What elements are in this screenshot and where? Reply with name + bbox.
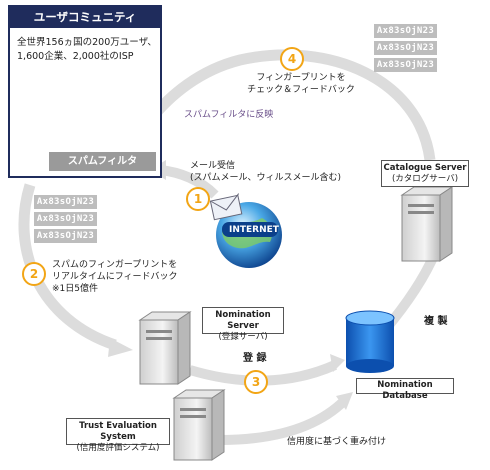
arrow-register-head <box>330 354 345 372</box>
nomination-database-icon <box>345 310 395 373</box>
community-desc-line2: 1,600企業、2,000社のISP <box>17 51 134 62</box>
step-2-label: スパムのフィンガープリントを リアルタイムにフィードバック ※1日5億件 <box>52 259 178 295</box>
arrow-weighting-head <box>336 392 353 410</box>
step-4-line2: チェック＆フィードバック <box>247 85 355 95</box>
arrow-feedback-loop <box>145 49 436 161</box>
catalogue-server-sub: (カタログサーバ) <box>391 174 459 184</box>
catalogue-server-icon <box>400 186 454 262</box>
step-3-badge: 3 <box>244 370 268 394</box>
fingerprint-tag: Ax83sOjN23 <box>34 195 97 209</box>
trust-system-sub: (信用度評価システム) <box>76 443 160 453</box>
nomination-server-sub: (登録サーバ) <box>218 332 268 342</box>
internet-globe-icon <box>216 202 282 268</box>
step-2-line1: スパムのフィンガープリントを <box>52 260 178 270</box>
nomination-server-icon <box>138 311 192 385</box>
community-desc-line1: 全世界156ヵ国の200万ユーザ、 <box>17 37 157 48</box>
community-title: ユーザコミュニティ <box>10 7 160 28</box>
trust-system-label: Trust Evaluation System (信用度評価システム) <box>66 418 170 453</box>
catalogue-server-label: Catalogue Server (カタログサーバ) <box>381 160 469 187</box>
internet-label: INTERNET <box>229 225 279 235</box>
step-2-line2: リアルタイムにフィードバック <box>52 272 178 282</box>
trust-system-server-icon <box>172 389 226 461</box>
step-4-line1: フィンガープリントを <box>256 73 346 83</box>
step-2-badge: 2 <box>22 262 46 286</box>
step-4-label: フィンガープリントを チェック＆フィードバック <box>236 72 366 96</box>
fingerprint-tag: Ax83sOjN23 <box>374 41 437 55</box>
arrow-left-arc-head <box>108 338 133 357</box>
fingerprint-tag: Ax83sOjN23 <box>374 58 437 72</box>
weighting-label: 信用度に基づく重み付け <box>287 437 387 447</box>
step-1-label: メール受信 (スパムメール、ウィルスメール含む) <box>190 160 341 184</box>
trust-system-name: Trust Evaluation System <box>79 421 157 442</box>
nomination-server-label: Nomination Server (登録サーバ) <box>202 307 284 342</box>
fingerprint-tag: Ax83sOjN23 <box>374 24 437 38</box>
copy-label: 複 製 <box>424 316 448 327</box>
nomination-server-name: Nomination Server <box>215 310 271 331</box>
arrow-weighting <box>219 396 349 445</box>
step-2-line3: ※1日5億件 <box>52 284 98 294</box>
step-3-label: 登 録 <box>243 353 267 364</box>
fingerprint-tag: Ax83sOjN23 <box>34 229 97 243</box>
step-1-badge: 1 <box>186 187 210 211</box>
fingerprint-tag: Ax83sOjN23 <box>34 212 97 226</box>
step-4-badge: 4 <box>280 47 304 71</box>
catalogue-server-name: Catalogue Server <box>383 163 467 173</box>
mail-envelope-icon <box>209 193 243 221</box>
reflect-label: スパムフィルタに反映 <box>184 110 274 120</box>
spam-filter-label: スパムフィルタ <box>49 152 156 171</box>
nomination-database-name: Nomination Database <box>377 380 433 401</box>
step-1-line1: メール受信 <box>190 161 236 171</box>
user-community-panel: ユーザコミュニティ 全世界156ヵ国の200万ユーザ、 1,600企業、2,00… <box>8 5 162 178</box>
nomination-database-label: Nomination Database <box>356 378 454 401</box>
step-1-line2: (スパムメール、ウィルスメール含む) <box>190 173 342 183</box>
community-description: 全世界156ヵ国の200万ユーザ、 1,600企業、2,000社のISP <box>17 36 159 64</box>
